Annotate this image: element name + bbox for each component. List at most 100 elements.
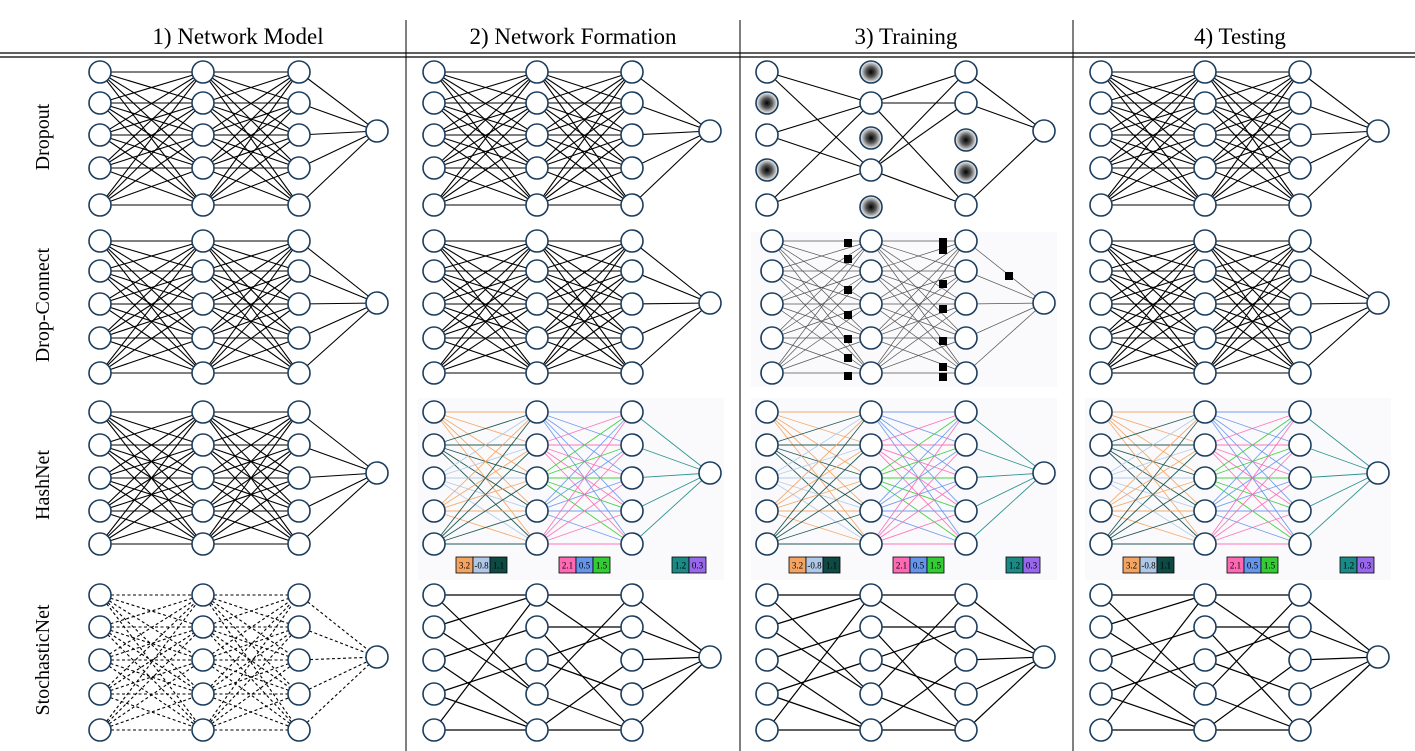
- connection-edge: [870, 659, 967, 731]
- neuron-node: [620, 433, 644, 457]
- neuron-node: [1089, 259, 1113, 283]
- connection-edge: [536, 270, 633, 374]
- connection-edge: [1100, 411, 1206, 479]
- connection-edge: [1299, 656, 1379, 661]
- connection-edge: [99, 240, 204, 339]
- neuron-node: [1089, 60, 1113, 84]
- connection-edge: [202, 240, 300, 339]
- connection-edge: [1204, 240, 1301, 305]
- neuron-node: [954, 648, 978, 672]
- row-label-hashnet: HashNet: [32, 450, 54, 520]
- neuron-node: [620, 193, 644, 217]
- neuron-node: [1288, 682, 1312, 706]
- connection-edge: [298, 71, 378, 132]
- hash-weight-value: 0.5: [1247, 561, 1259, 571]
- connection-edge: [202, 270, 300, 374]
- neuron-node: [1193, 499, 1217, 523]
- neuron-node: [859, 259, 883, 283]
- neuron-node: [859, 229, 883, 253]
- connection-edge: [99, 659, 204, 695]
- dropconnect-network: [1089, 229, 1390, 385]
- connection-edge: [870, 626, 967, 731]
- neuron-node: [1288, 156, 1312, 180]
- connection-edge: [536, 102, 633, 169]
- neuron-node: [525, 682, 549, 706]
- connection-edge: [433, 71, 538, 206]
- connection-edge: [870, 411, 967, 446]
- connection-edge: [99, 693, 204, 731]
- connection-edge: [298, 130, 378, 206]
- neuron-node: [191, 648, 215, 672]
- connection-edge: [1204, 626, 1301, 731]
- connection-edge: [536, 240, 633, 272]
- connection-edge: [433, 102, 538, 136]
- neuron-node: [191, 682, 215, 706]
- neuron-node: [620, 156, 644, 180]
- neuron-node: [1288, 91, 1312, 115]
- connection-edge: [766, 169, 872, 206]
- connection-edge: [870, 240, 967, 339]
- connection-edge: [1204, 411, 1301, 446]
- neuron-node: [88, 682, 112, 706]
- connection-edge: [870, 270, 967, 374]
- connection-edge: [766, 71, 872, 104]
- connection-edge: [433, 167, 538, 206]
- connection-edge: [1204, 102, 1301, 169]
- neuron-node: [1089, 648, 1113, 672]
- neuron-node: [859, 466, 883, 490]
- neuron-node: [755, 123, 779, 147]
- neuron-node: [287, 400, 311, 424]
- connection-edge: [202, 477, 300, 545]
- connection-edge: [536, 71, 633, 104]
- neuron-node: [88, 91, 112, 115]
- neuron-node: [287, 466, 311, 490]
- column-header-network-model: 1) Network Model: [152, 24, 323, 49]
- connection-edge: [99, 594, 204, 628]
- connection-edge: [99, 626, 204, 695]
- connection-edge: [298, 472, 378, 512]
- neuron-node: [1288, 615, 1312, 639]
- neuron-node: [191, 615, 215, 639]
- hash-weight-value: 0.5: [579, 561, 591, 571]
- connection-edge: [1204, 270, 1301, 339]
- neuron-node: [88, 292, 112, 316]
- neuron-node: [287, 60, 311, 84]
- connection-edge: [298, 130, 378, 169]
- connection-edge: [1299, 302, 1379, 374]
- neuron-node: [287, 648, 311, 672]
- neuron-node: [525, 292, 549, 316]
- connection-edge: [433, 270, 538, 305]
- connection-edge: [766, 134, 872, 171]
- connection-edge: [298, 444, 378, 474]
- connection-edge: [766, 594, 872, 628]
- neuron-node: [755, 158, 779, 182]
- connection-edge: [771, 337, 872, 374]
- connection-edge: [965, 102, 1045, 132]
- neuron-node: [287, 193, 311, 217]
- connection-edge: [1204, 303, 1301, 374]
- neuron-node: [1193, 583, 1217, 607]
- stochasticnet-sparse-network: [755, 583, 1056, 742]
- dropped-connection-marker: [844, 239, 852, 247]
- connection-edge: [870, 337, 967, 374]
- neuron-node: [859, 60, 883, 84]
- connection-edge: [870, 270, 967, 339]
- connection-edge: [1299, 102, 1379, 132]
- neuron-node: [760, 361, 784, 385]
- connection-edge: [99, 240, 204, 272]
- connection-edge: [433, 594, 538, 695]
- neuron-node: [859, 361, 883, 385]
- hash-weight-value: 1.1: [493, 561, 504, 571]
- connection-edge: [536, 510, 633, 545]
- neuron-node: [620, 466, 644, 490]
- hash-weight-value: 0.3: [1026, 561, 1038, 571]
- neuron-node: [1288, 259, 1312, 283]
- connection-edge: [433, 477, 538, 545]
- connection-edge: [99, 626, 204, 661]
- connection-edge: [965, 302, 1045, 305]
- neuron-node: [525, 400, 549, 424]
- row-label-stochasticnet: StochasticNet: [32, 604, 54, 716]
- neuron-node: [620, 361, 644, 385]
- column-header-training: 3) Training: [855, 24, 958, 49]
